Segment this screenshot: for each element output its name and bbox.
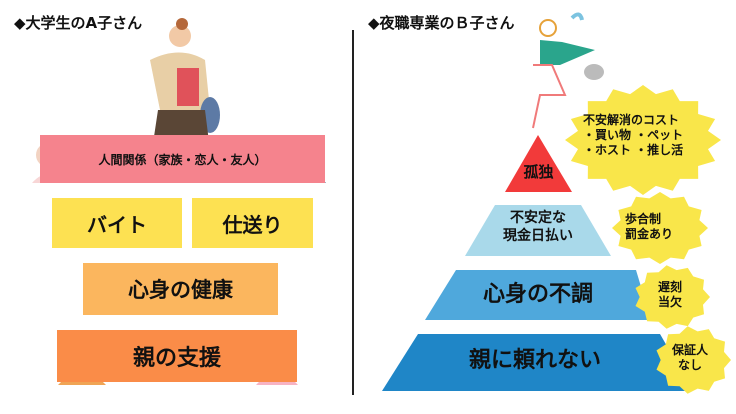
starburst-2 (635, 265, 710, 329)
pyramid-layer-3 (425, 270, 651, 320)
pyramid-layer-4 (382, 334, 693, 391)
pyramid-layer-2 (465, 205, 611, 256)
worried-woman-cat-illustration (532, 12, 604, 129)
allowance-box: 仕送り (192, 198, 313, 248)
student-illustration (150, 18, 220, 150)
job-box: バイト (52, 198, 182, 248)
starburst-1 (612, 192, 708, 264)
right-title: ◆夜職専業のＢ子さん (368, 14, 515, 32)
burst-commission: 歩合制 罰金あり (625, 212, 674, 241)
pyramid-top-triangle (505, 135, 572, 192)
starburst-3 (656, 326, 731, 394)
left-title: ◆大学生のA子さん (14, 14, 143, 32)
pyramid-label-isolation: 孤独 (523, 163, 554, 181)
pyramid-label-health-issues: 心身の不調 (482, 282, 593, 307)
burst-anxiety-cost: 不安解消のコスト ・買い物 ・ペット ・ホスト ・推し活 (583, 113, 684, 157)
burst-no-guarantor: 保証人 なし (671, 343, 708, 372)
burst-late-absence: 遅刻 当欠 (657, 280, 682, 309)
pyramid-label-unstable-pay: 不安定な 現金日払い (503, 210, 573, 244)
health-box: 心身の健康 (83, 263, 278, 315)
relations-bar: 人間関係（家族・恋人・友人） (40, 135, 325, 183)
parents-support-box: 親の支援 (57, 330, 297, 382)
divider (352, 30, 354, 395)
pyramid-label-no-parents: 親に頼れない (468, 348, 601, 373)
starburst-0 (565, 85, 721, 195)
